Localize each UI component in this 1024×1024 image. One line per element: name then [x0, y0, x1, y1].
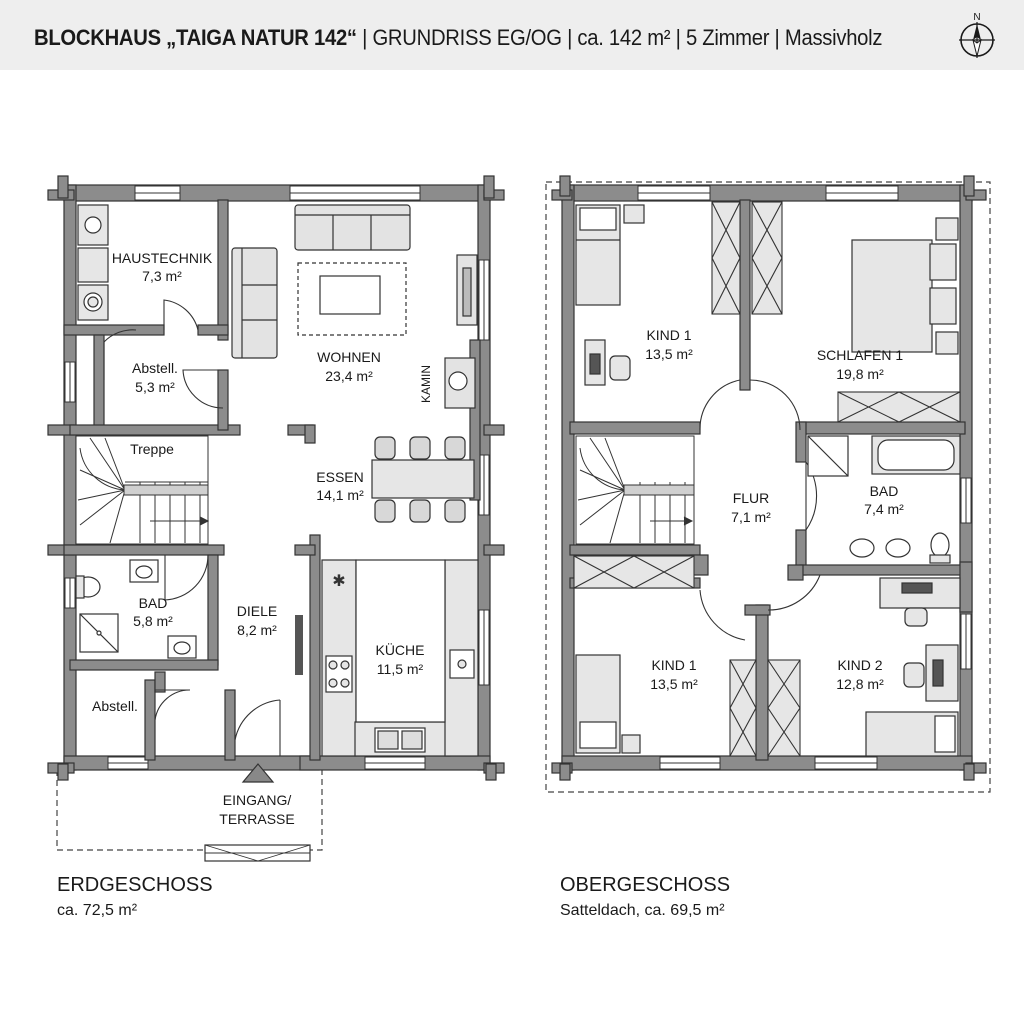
ground-floor-caption: ERDGESCHOSS — [57, 874, 213, 896]
ground-doors — [103, 299, 281, 756]
room-kamin-name: KAMIN — [419, 365, 433, 403]
room-kind1-upper-area: 13,5 m² — [645, 346, 693, 362]
room-kind1-lower-name: KIND 1 — [651, 657, 696, 673]
ground-floor-area: ca. 72,5 m² — [57, 902, 138, 919]
living-furniture — [231, 204, 478, 409]
ground-floor-plan: ✱ HAUSTECHNIK 7,3 m² Abstell. 5,3 m² Tre… — [47, 175, 505, 862]
page-title: BLOCKHAUS „TAIGA NATUR 142“ | GRUNDRISS … — [34, 25, 883, 51]
room-treppe-name: Treppe — [130, 441, 174, 457]
upper-floor-plan: KIND 1 13,5 m² SCHLAFEN 1 19,8 m² FLUR 7… — [545, 175, 991, 793]
terrace-outline — [56, 770, 323, 851]
room-bad-og-name: BAD — [870, 483, 899, 499]
room-wohnen-area: 23,4 m² — [325, 368, 373, 384]
north-label: N — [973, 12, 980, 23]
upper-wardrobes — [573, 201, 961, 757]
room-abstell-area: 5,3 m² — [135, 379, 175, 395]
entrance-arrow-icon — [241, 763, 275, 783]
room-kind1-upper-name: KIND 1 — [646, 327, 691, 343]
floor-plan-drawing: ✱ HAUSTECHNIK 7,3 m² Abstell. 5,3 m² Tre… — [47, 175, 991, 862]
title-bold: BLOCKHAUS „TAIGA NATUR 142“ — [34, 25, 357, 50]
upper-room-labels: KIND 1 13,5 m² SCHLAFEN 1 19,8 m² FLUR 7… — [645, 327, 904, 692]
wardrobe — [295, 615, 303, 675]
kitchen-counters: ✱ — [321, 559, 479, 757]
header-bar: BLOCKHAUS „TAIGA NATUR 142“ | GRUNDRISS … — [0, 0, 1024, 70]
compass-icon: N — [959, 12, 995, 58]
room-bad-eg-area: 5,8 m² — [133, 613, 173, 629]
ground-bath-fixtures — [75, 559, 197, 659]
dining-set — [371, 436, 475, 523]
room-kind2-name: KIND 2 — [837, 657, 882, 673]
room-essen-name: ESSEN — [316, 469, 363, 485]
upper-furniture — [575, 204, 961, 757]
room-diele-name: DIELE — [237, 603, 277, 619]
ground-room-labels: HAUSTECHNIK 7,3 m² Abstell. 5,3 m² Trepp… — [92, 250, 433, 827]
entrance-label-2: TERRASSE — [219, 811, 294, 827]
upper-floor-caption: OBERGESCHOSS — [560, 874, 731, 896]
room-flur-name: FLUR — [733, 490, 770, 506]
room-kueche-name: KÜCHE — [375, 641, 424, 658]
room-bad-eg-name: BAD — [139, 595, 168, 611]
room-bad-og-area: 7,4 m² — [864, 501, 904, 517]
room-haustechnik-name: HAUSTECHNIK — [112, 250, 213, 266]
ground-staircase — [75, 435, 210, 545]
ground-windows — [64, 185, 490, 770]
room-schlafen-name: SCHLAFEN 1 — [817, 347, 904, 363]
technical-appliances — [77, 204, 109, 321]
room-diele-area: 8,2 m² — [237, 622, 277, 638]
room-flur-area: 7,1 m² — [731, 509, 771, 525]
room-wohnen-name: WOHNEN — [317, 349, 381, 365]
room-abstell-name: Abstell. — [132, 360, 178, 376]
room-kind1-lower-area: 13,5 m² — [650, 676, 698, 692]
entrance-label-1: EINGANG/ — [223, 792, 292, 808]
roof-outline — [545, 181, 991, 793]
ground-interior-walls — [63, 199, 481, 761]
upper-floor-area: Satteldach, ca. 69,5 m² — [560, 902, 725, 919]
title-details: | GRUNDRISS EG/OG | ca. 142 m² | 5 Zimme… — [356, 25, 883, 50]
room-kind2-area: 12,8 m² — [836, 676, 884, 692]
upper-windows — [637, 185, 972, 770]
room-essen-area: 14,1 m² — [316, 487, 364, 503]
svg-text:✱: ✱ — [332, 573, 345, 590]
room-haustechnik-area: 7,3 m² — [142, 268, 182, 284]
room-schlafen-area: 19,8 m² — [836, 366, 884, 382]
room-kueche-area: 11,5 m² — [377, 661, 424, 677]
upper-staircase — [575, 435, 695, 545]
room-abstell2-name: Abstell. — [92, 698, 138, 714]
